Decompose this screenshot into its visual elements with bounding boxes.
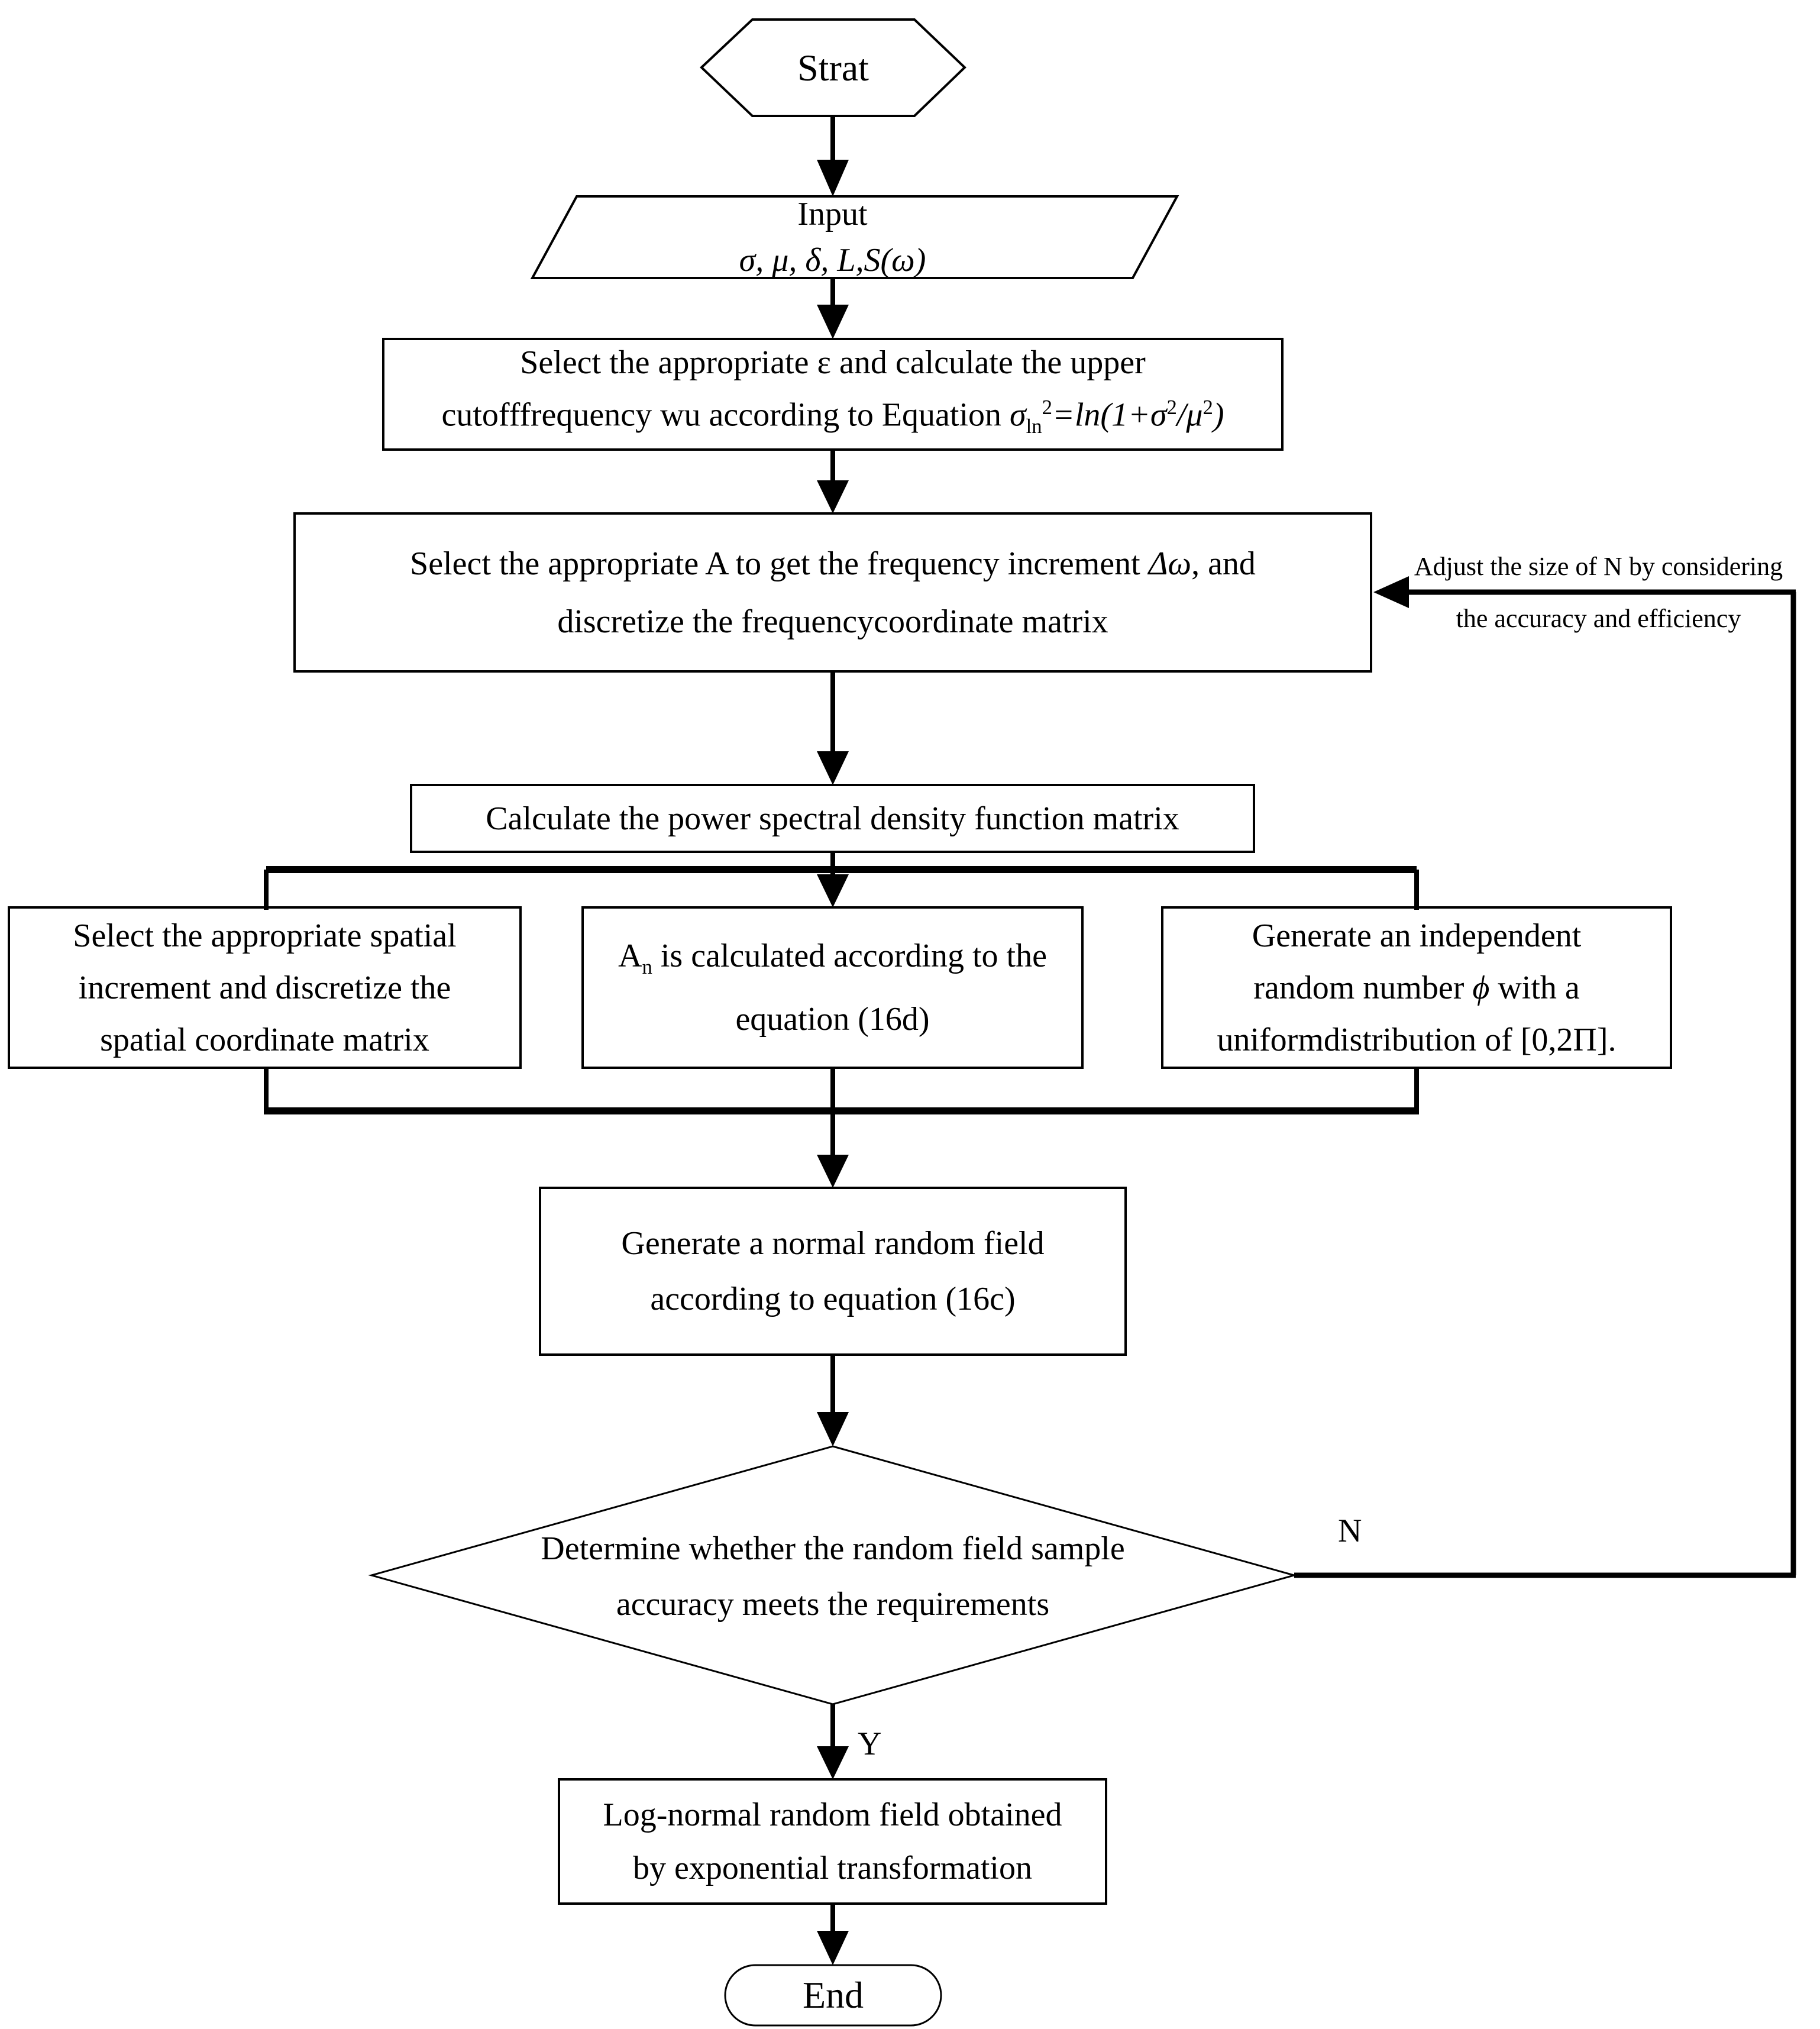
an-symbol: A (618, 937, 642, 974)
random-pre: random number (1253, 969, 1473, 1006)
random-line3: uniformdistribution of [0,2Π]. (1217, 1021, 1617, 1058)
formula-sup-2c: 2 (1202, 395, 1213, 419)
an-line2: equation (16d) (735, 1001, 930, 1038)
input-node: Input σ, μ, δ, L,S(ω) (532, 196, 1133, 279)
an-line1: An is calculated according to the (618, 930, 1047, 993)
phi-symbol: ϕ (1472, 969, 1490, 1006)
feedback-adjust-label: Adjust the size of N by considering the … (1378, 539, 1819, 646)
random-post: with a (1489, 969, 1580, 1006)
select-a-line2: discretize the frequencycoordinate matri… (557, 603, 1108, 640)
process-select-a: Select the appropriate A to get the freq… (295, 513, 1371, 671)
process-psd: Calculate the power spectral density fun… (411, 785, 1254, 852)
arrow-n-branch-head (1373, 576, 1409, 608)
delta-omega: Δω (1148, 545, 1192, 582)
select-a-line1: Select the appropriate A to get the freq… (410, 535, 1256, 593)
formula-sup-2a: 2 (1042, 395, 1053, 419)
arrow-start-input-head (817, 160, 849, 196)
formula-slash-mu: /μ (1176, 396, 1203, 434)
branch-label-no: N (1338, 1513, 1362, 1549)
start-hexagon (700, 18, 966, 117)
spatial-line2: increment and discretize the (78, 969, 451, 1006)
arrow-lognormal-end-head (817, 1931, 849, 1965)
process-normal-field: Generate a normal random field according… (540, 1188, 1126, 1355)
formula-sub-ln: ln (1026, 414, 1042, 438)
arrow-decision-lognormal-head (817, 1746, 849, 1779)
formula-sup-2b: 2 (1166, 395, 1177, 419)
normal-line1: Generate a normal random field (621, 1225, 1045, 1262)
spatial-line3: spatial coordinate matrix (100, 1021, 429, 1058)
process-spatial: Select the appropriate spatial increment… (9, 907, 521, 1068)
arrow-normal-decision-head (817, 1412, 849, 1446)
adjust-line1: Adjust the size of N by considering (1414, 552, 1783, 581)
end-node: End (725, 1965, 941, 2025)
psd-label: Calculate the power spectral density fun… (486, 800, 1179, 837)
input-parallelogram (530, 195, 1179, 279)
end-label: End (802, 1974, 864, 2016)
adjust-line2: the accuracy and efficiency (1456, 604, 1741, 633)
branch-label-yes: Y (858, 1726, 882, 1762)
start-node: Strat (702, 20, 965, 116)
spatial-line1: Select the appropriate spatial (73, 917, 457, 954)
an-subscript: n (642, 955, 652, 979)
process-random-phi: Generate an independent random number ϕ … (1162, 907, 1671, 1068)
random-line2: random number ϕ with a (1253, 962, 1580, 1014)
arrow-merge-normal-head (817, 1155, 849, 1188)
arrow-box1-box2-head (817, 480, 849, 513)
end-terminator (724, 1964, 942, 2027)
process-an: An is calculated according to the equati… (583, 907, 1082, 1068)
arrow-split-center-head (817, 874, 849, 907)
arrow-input-box1-head (817, 305, 849, 339)
input-title: Input (797, 196, 868, 232)
normal-line2: according to equation (16c) (650, 1281, 1016, 1317)
formula-mid: =ln(1+σ (1052, 396, 1167, 434)
select-epsilon-line2: cutofffrequency wu according to Equation… (442, 385, 1224, 449)
select-a-post: , and (1191, 545, 1256, 582)
arrow-box2-psd-head (817, 751, 849, 785)
lognormal-line2: by exponential transformation (633, 1850, 1032, 1886)
process-select-epsilon: Select the appropriate ε and calculate t… (383, 339, 1282, 450)
start-label: Strat (797, 46, 869, 89)
process-lognormal: Log-normal random field obtained by expo… (559, 1779, 1106, 1904)
input-symbols: σ, μ, δ, L,S(ω) (739, 242, 926, 279)
select-a-pre: Select the appropriate A to get the freq… (410, 545, 1149, 582)
decision-node: Determine whether the random field sampl… (389, 1482, 1276, 1671)
random-line1: Generate an independent (1252, 917, 1582, 954)
select-epsilon-line1: Select the appropriate ε and calculate t… (520, 344, 1146, 381)
an-rest: is calculated according to the (652, 937, 1047, 974)
lognormal-line1: Log-normal random field obtained (603, 1797, 1062, 1833)
decision-line2: accuracy meets the requirements (616, 1586, 1050, 1623)
formula-end: ) (1213, 396, 1224, 434)
formula-pre: cutofffrequency wu according to Equation (441, 396, 1010, 434)
decision-line1: Determine whether the random field sampl… (541, 1530, 1125, 1567)
formula-sigma: σ (1010, 396, 1026, 434)
